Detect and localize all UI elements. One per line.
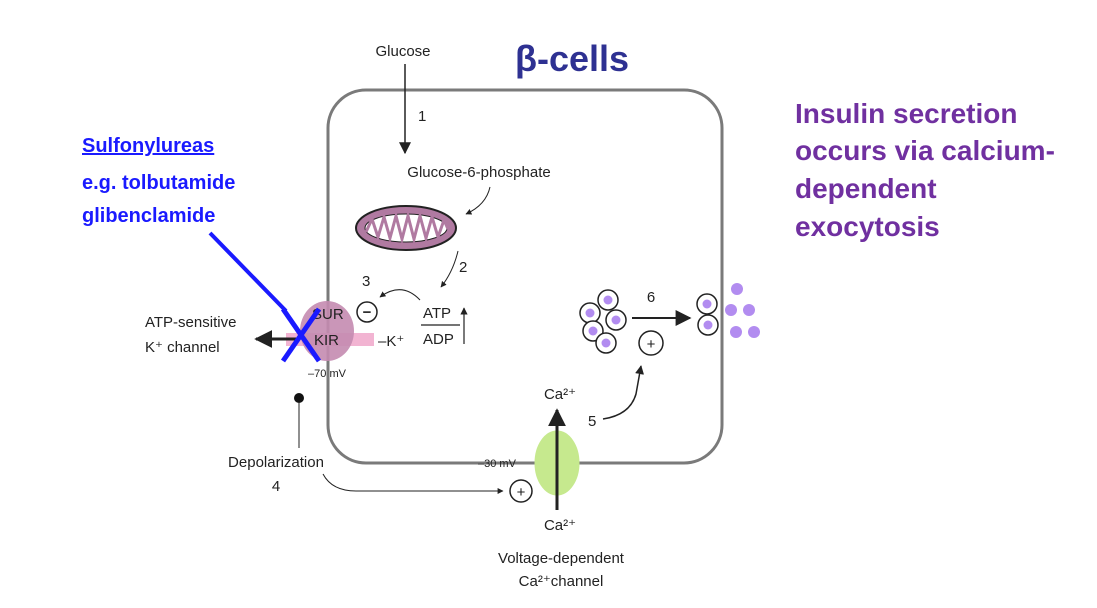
inhibition-sign bbox=[356, 301, 378, 323]
fusing-granules bbox=[696, 293, 719, 336]
step-3: 3 bbox=[362, 273, 370, 290]
side-note-line-2: occurs via calcium- bbox=[795, 135, 1055, 166]
inhibition-symbol: − bbox=[363, 304, 372, 321]
arrow-ca-to-exocytosis bbox=[602, 365, 645, 420]
label-ca-inside: Ca²⁺ bbox=[544, 386, 576, 403]
label-vdcc-line1: Voltage-dependent bbox=[498, 550, 625, 567]
side-note-line-4: exocytosis bbox=[795, 211, 940, 242]
side-note-line-3: dependent bbox=[795, 173, 937, 204]
activation-symbol-vdcc: + bbox=[517, 484, 526, 501]
label-kir: KIR bbox=[314, 332, 339, 349]
label-glucose-6-phosphate: Glucose-6-phosphate bbox=[407, 164, 550, 181]
cross-icon bbox=[280, 307, 322, 363]
drug-example-1: e.g. tolbutamide bbox=[82, 172, 235, 194]
depolarization-origin bbox=[294, 393, 304, 403]
label-minus-30mv: –30 mV bbox=[478, 458, 517, 470]
mitochondrion-icon bbox=[355, 205, 457, 251]
label-k-plus: –K⁺ bbox=[378, 333, 404, 350]
released-insulin bbox=[725, 283, 760, 338]
label-ca-outside: Ca²⁺ bbox=[544, 517, 576, 534]
label-depolarization: Depolarization bbox=[228, 454, 324, 471]
label-vdcc-line2: Ca²⁺channel bbox=[519, 573, 604, 590]
step-4: 4 bbox=[272, 478, 280, 495]
label-adp: ADP bbox=[423, 331, 454, 348]
step-2: 2 bbox=[459, 259, 467, 276]
drug-heading: Sulfonylureas bbox=[82, 135, 214, 157]
drug-example-2: glibenclamide bbox=[82, 205, 215, 227]
diagram-title: β-cells bbox=[515, 38, 629, 79]
arrow-atp-to-sur bbox=[379, 289, 421, 301]
label-katp-line1: ATP-sensitive bbox=[145, 314, 236, 331]
arrow-mito-to-atp bbox=[440, 250, 459, 288]
step-1: 1 bbox=[418, 108, 426, 125]
sulfonylurea-pointer bbox=[208, 231, 288, 313]
label-glucose: Glucose bbox=[375, 43, 430, 60]
step-5: 5 bbox=[588, 413, 596, 430]
activation-sign-exocytosis bbox=[638, 330, 664, 356]
activation-sign-vdcc bbox=[509, 479, 533, 503]
insulin-granule-icon bbox=[579, 289, 627, 354]
arrow-g6p-to-mito bbox=[465, 186, 491, 215]
activation-symbol-exocytosis: + bbox=[647, 336, 656, 353]
arrow-depolarization-to-vdcc bbox=[322, 473, 504, 494]
step-6: 6 bbox=[647, 289, 655, 306]
side-note-line-1: Insulin secretion bbox=[795, 98, 1018, 129]
label-minus-70mv: –70 mV bbox=[308, 368, 347, 380]
label-katp-line2: K⁺ channel bbox=[145, 339, 220, 356]
label-atp: ATP bbox=[423, 305, 451, 322]
beta-cell-membrane bbox=[326, 88, 724, 465]
